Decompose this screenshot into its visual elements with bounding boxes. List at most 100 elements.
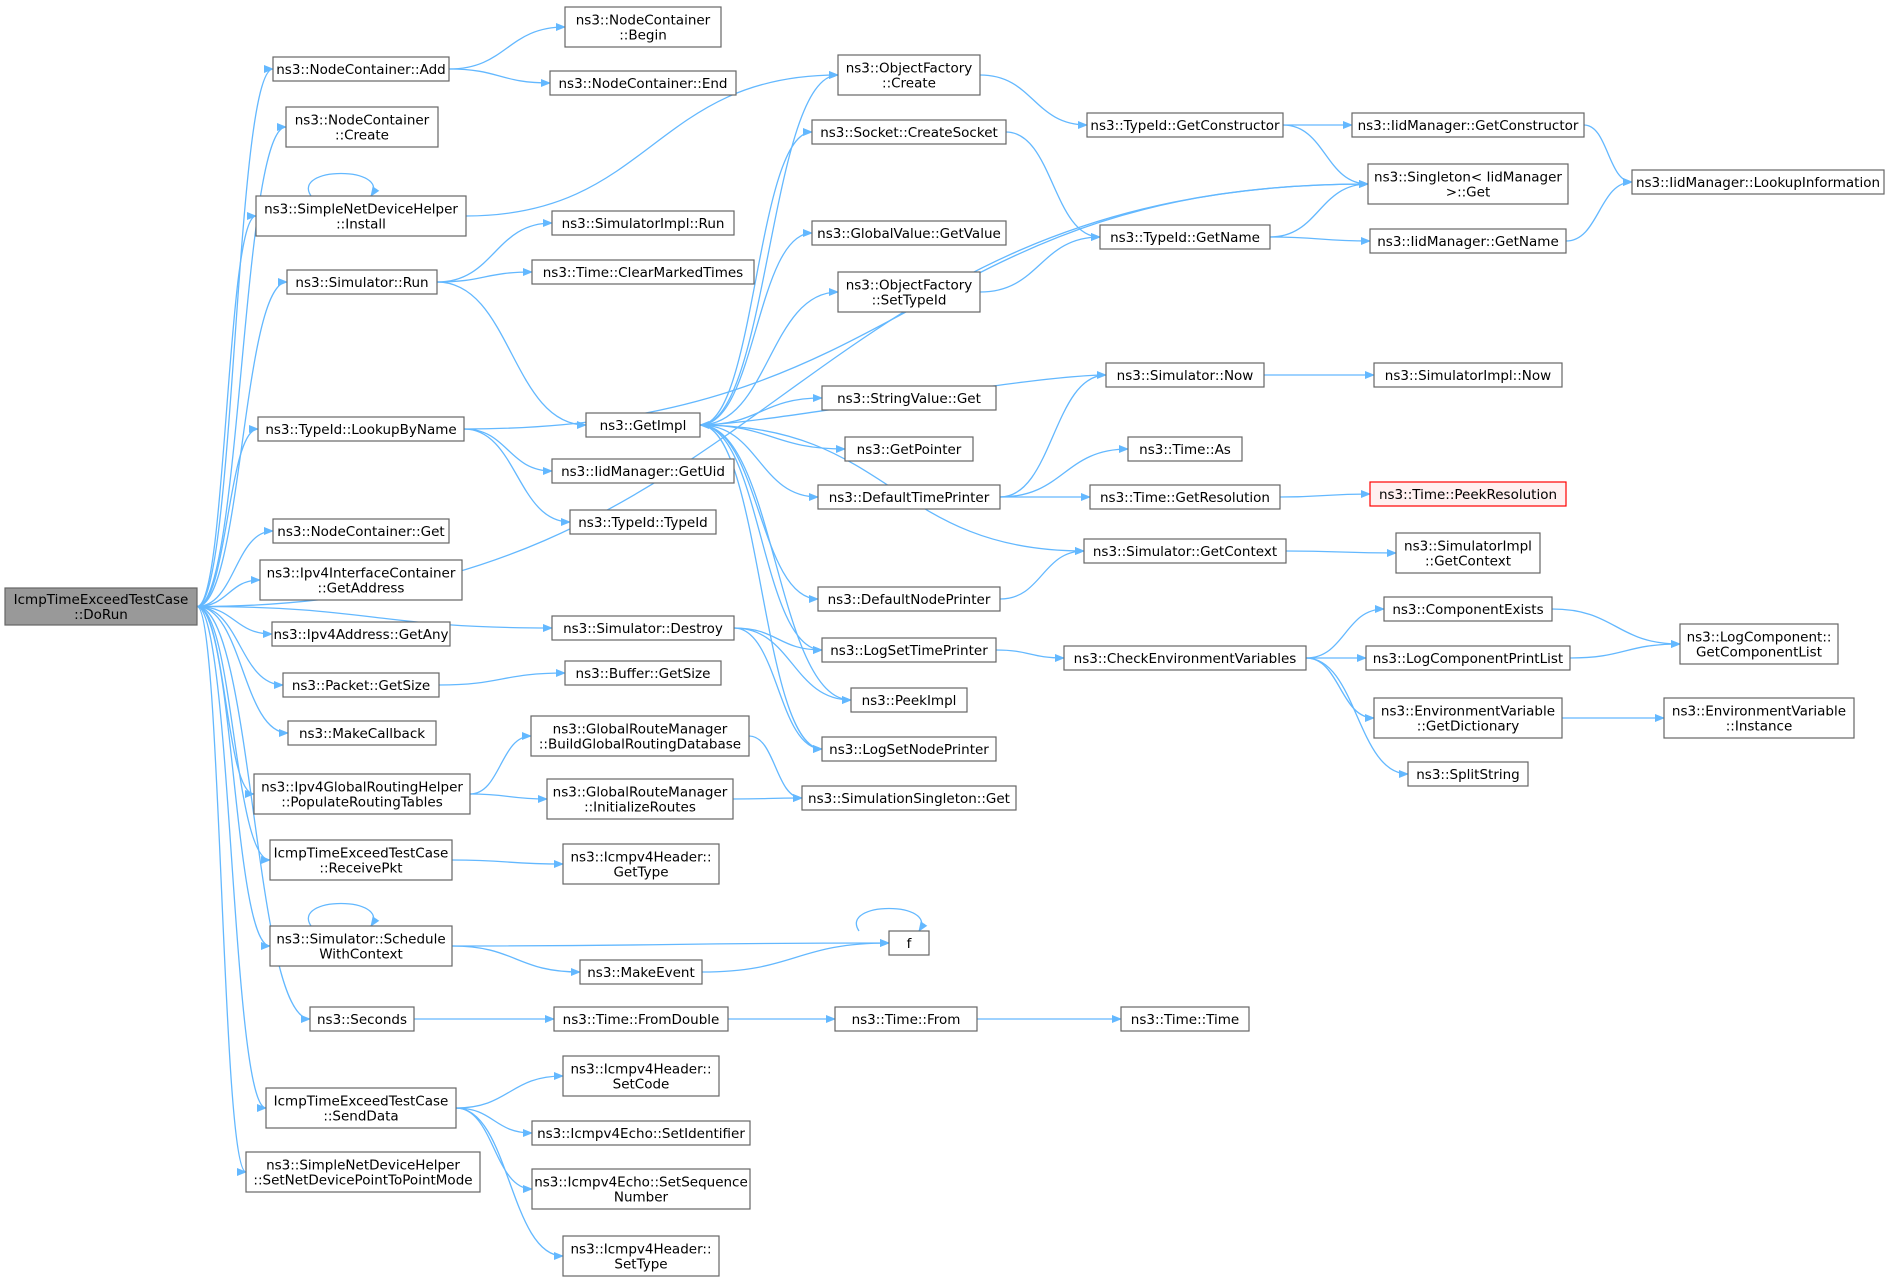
node-envvar_getdict[interactable]: ns3::EnvironmentVariable::GetDictionary [1373,697,1563,739]
node-stringvalue_get[interactable]: ns3::StringValue::Get [821,385,997,411]
node-grm_build[interactable]: ns3::GlobalRouteManager::BuildGlobalRout… [530,715,750,757]
node-box [287,720,437,746]
node-label: ns3::NodeContainer::Get [277,524,444,540]
node-box [579,959,703,985]
node-root[interactable]: IcmpTimeExceedTestCase::DoRun [4,587,198,626]
node-box [888,930,930,956]
node-f[interactable]: f [888,930,930,956]
node-sim_getcontext[interactable]: ns3::Simulator::GetContext [1083,538,1287,564]
node-ipv4grh_populate[interactable]: ns3::Ipv4GlobalRoutingHelper::PopulateRo… [253,773,471,815]
node-compexists[interactable]: ns3::ComponentExists [1383,596,1553,622]
node-ipv4ic_getaddr[interactable]: ns3::Ipv4InterfaceContainer::GetAddress [259,559,463,601]
node-logcomp_getlist[interactable]: ns3::LogComponent::GetComponentList [1679,623,1839,665]
node-sndh_setp2p[interactable]: ns3::SimpleNetDeviceHelper::SetNetDevice… [245,1151,481,1193]
node-box [817,484,1001,510]
edge-checkenv-to-envvar_getdict [1305,657,1375,722]
node-typeid_lookup[interactable]: ns3::TypeId::LookupByName [257,416,465,442]
node-box [551,210,735,236]
node-box [1105,362,1265,388]
node-of_create[interactable]: ns3::ObjectFactory::Create [837,54,981,96]
node-simsingleton_get[interactable]: ns3::SimulationSingleton::Get [801,785,1017,811]
node-packet_getsize[interactable]: ns3::Packet::GetSize [282,672,440,698]
node-label: ns3::EnvironmentVariable [1672,704,1846,720]
node-time_fromdouble[interactable]: ns3::Time::FromDouble [553,1006,729,1032]
node-icmpv4_gettype[interactable]: ns3::Icmpv4Header::GetType [562,843,720,885]
node-box [269,839,453,881]
node-time_clear[interactable]: ns3::Time::ClearMarkedTimes [531,259,755,285]
node-icmpv4_setcode[interactable]: ns3::Icmpv4Header::SetCode [562,1055,720,1097]
node-time_peekres[interactable]: ns3::Time::PeekResolution [1369,481,1567,507]
node-logcompprintlist[interactable]: ns3::LogComponentPrintList [1365,645,1571,671]
node-time_from[interactable]: ns3::Time::From [834,1006,978,1032]
edge-socket_create-to-typeid_getname [1005,131,1101,241]
edge-getimpl-to-defaultnodeprinter [699,424,819,603]
node-nc_create[interactable]: ns3::NodeContainer::Create [285,106,439,148]
node-time_as[interactable]: ns3::Time::As [1127,436,1243,462]
node-label: ns3::SimpleNetDeviceHelper [266,1158,460,1174]
node-envvar_instance[interactable]: ns3::EnvironmentVariable::Instance [1663,697,1855,739]
node-nc_begin[interactable]: ns3::NodeContainer::Begin [564,6,722,48]
node-sim_run[interactable]: ns3::Simulator::Run [286,269,438,295]
node-box [272,518,450,544]
node-label: ns3::DefaultTimePrinter [829,490,990,506]
node-box [1373,697,1563,739]
node-typeid_getname[interactable]: ns3::TypeId::GetName [1099,224,1271,250]
node-makeevent[interactable]: ns3::MakeEvent [579,959,703,985]
edge-root-to-typeid_lookup [196,425,259,608]
node-logsetnodeprinter[interactable]: ns3::LogSetNodePrinter [821,736,997,762]
node-checkenv[interactable]: ns3::CheckEnvironmentVariables [1063,645,1307,671]
node-box [551,458,735,484]
node-box [553,1006,729,1032]
node-defaulttimeprinter[interactable]: ns3::DefaultTimePrinter [817,484,1001,510]
node-time_time[interactable]: ns3::Time::Time [1120,1006,1250,1032]
node-sim_now[interactable]: ns3::Simulator::Now [1105,362,1265,388]
node-ipv4addr_getany[interactable]: ns3::Ipv4Address::GetAny [271,621,451,647]
node-grm_init[interactable]: ns3::GlobalRouteManager::InitializeRoute… [546,778,734,820]
node-splitstring[interactable]: ns3::SplitString [1407,761,1529,787]
node-typeid_typeid[interactable]: ns3::TypeId::TypeId [569,509,717,535]
node-singleton_get[interactable]: ns3::Singleton< IidManager>::Get [1367,163,1569,205]
edge-typeid_lookup-to-typeid_typeid [463,428,571,526]
node-nc_get[interactable]: ns3::NodeContainer::Get [272,518,450,544]
edge-ipv4grh_populate-to-grm_init [469,793,548,803]
node-simimpl_now[interactable]: ns3::SimulatorImpl::Now [1373,362,1563,388]
node-socket_create[interactable]: ns3::Socket::CreateSocket [811,119,1007,145]
node-label: ::Install [336,217,386,233]
node-sndh_install[interactable]: ns3::SimpleNetDeviceHelper::Install [255,195,467,237]
node-label: IcmpTimeExceedTestCase [274,1094,449,1110]
node-seconds[interactable]: ns3::Seconds [309,1006,415,1032]
node-iid_getuid[interactable]: ns3::IidManager::GetUid [551,458,735,484]
node-senddata[interactable]: IcmpTimeExceedTestCase::SendData [265,1087,457,1129]
node-simimpl_run[interactable]: ns3::SimulatorImpl::Run [551,210,735,236]
node-label: ns3::Time::As [1139,442,1231,458]
node-typeid_getctor[interactable]: ns3::TypeId::GetConstructor [1086,112,1284,138]
node-echo_setid[interactable]: ns3::Icmpv4Echo::SetIdentifier [531,1120,751,1146]
node-simimpl_getcontext[interactable]: ns3::SimulatorImpl::GetContext [1395,532,1541,574]
node-defaultnodeprinter[interactable]: ns3::DefaultNodePrinter [817,586,1001,612]
node-of_settypeid[interactable]: ns3::ObjectFactory::SetTypeId [837,271,981,313]
node-time_getres[interactable]: ns3::Time::GetResolution [1089,484,1281,510]
node-logsettimeprinter[interactable]: ns3::LogSetTimePrinter [821,637,997,663]
node-peekimpl[interactable]: ns3::PeekImpl [850,687,968,713]
node-iid_getctor[interactable]: ns3::IidManager::GetConstructor [1351,112,1585,138]
node-iid_getname[interactable]: ns3::IidManager::GetName [1369,228,1567,254]
node-nc_add[interactable]: ns3::NodeContainer::Add [272,56,450,82]
node-icmpv4_settype[interactable]: ns3::Icmpv4Header::SetType [562,1235,720,1277]
node-sim_destroy[interactable]: ns3::Simulator::Destroy [551,615,735,641]
node-box [286,269,438,295]
edge-getimpl-to-socket_create [699,128,813,426]
node-receivepkt[interactable]: IcmpTimeExceedTestCase::ReceivePkt [269,839,453,881]
edge-root-to-ipv4ic_getaddr [196,576,261,608]
edge-root-to-receivepkt [196,605,271,864]
node-makecallback[interactable]: ns3::MakeCallback [287,720,437,746]
node-nc_end[interactable]: ns3::NodeContainer::End [549,70,737,96]
node-gv_getvalue[interactable]: ns3::GlobalValue::GetValue [811,220,1007,246]
node-getpointer[interactable]: ns3::GetPointer [844,436,974,462]
node-iid_lookupinfo[interactable]: ns3::IidManager::LookupInformation [1631,169,1885,195]
node-label: ::DoRun [74,607,128,623]
node-box [257,416,465,442]
node-getimpl[interactable]: ns3::GetImpl [585,412,701,438]
node-buffer_getsize[interactable]: ns3::Buffer::GetSize [564,660,722,686]
